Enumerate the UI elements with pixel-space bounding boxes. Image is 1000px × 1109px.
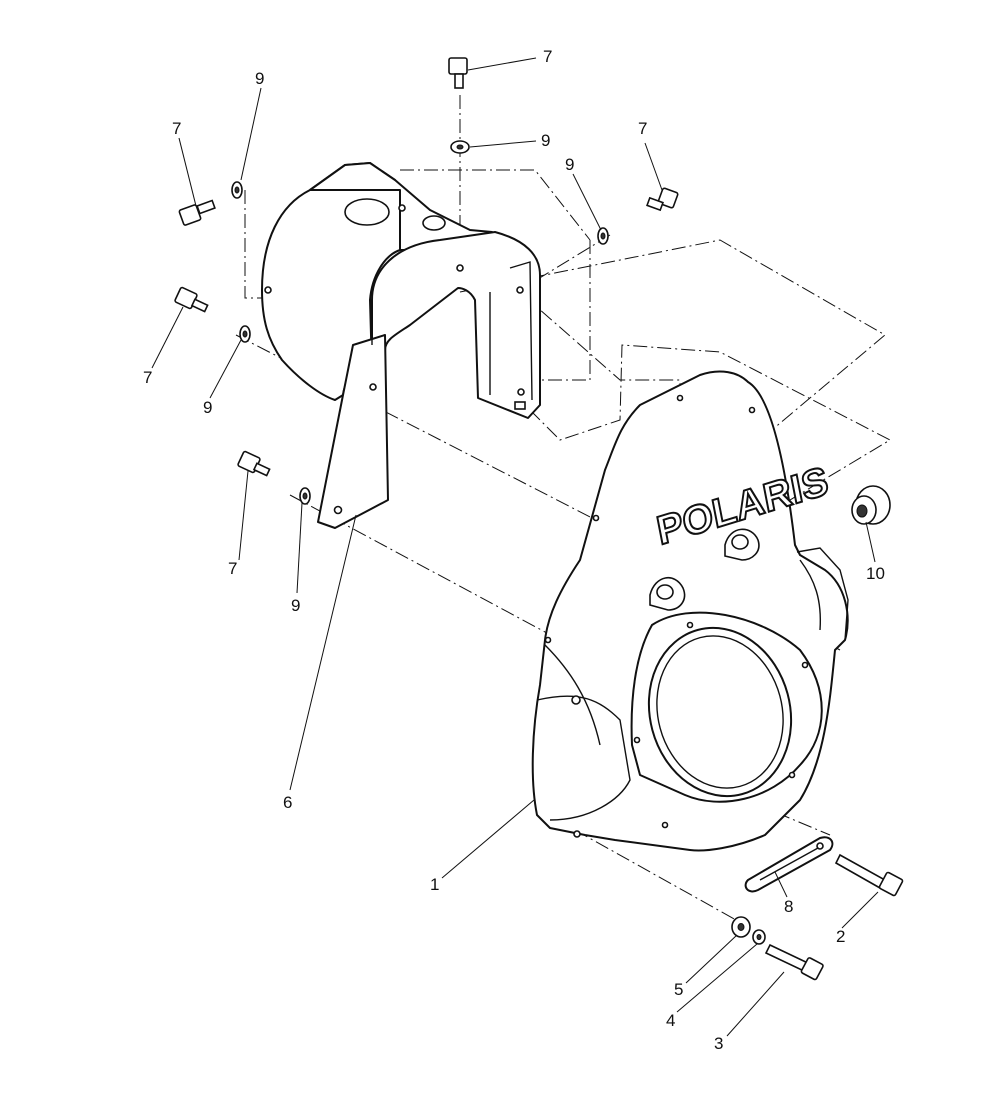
bolt-7-lower-left — [237, 450, 271, 477]
bolt-7-top — [448, 57, 468, 89]
callout-9: 9 — [291, 596, 300, 615]
callout-3: 3 — [714, 1034, 723, 1053]
callout-7: 7 — [143, 368, 152, 387]
callout-6: 6 — [283, 793, 292, 812]
grommet — [851, 485, 891, 525]
callout-2: 2 — [836, 927, 845, 946]
slotted-strap — [744, 836, 834, 893]
callout-5: 5 — [674, 980, 683, 999]
bolt-2 — [834, 853, 904, 897]
callout-7: 7 — [172, 119, 181, 138]
callout-9: 9 — [255, 69, 264, 88]
callout-9: 9 — [541, 131, 550, 150]
callout-9: 9 — [203, 398, 212, 417]
callout-labels: 7 9 9 7 9 7 7 9 7 9 10 6 1 8 2 5 4 3 — [143, 47, 885, 1053]
bolt-3-assembly — [731, 916, 824, 981]
bolt-7-upper-right — [646, 187, 679, 212]
callout-4: 4 — [666, 1011, 675, 1030]
callout-8: 8 — [784, 897, 793, 916]
callout-10: 10 — [866, 564, 885, 583]
upper-shroud — [261, 162, 541, 529]
callout-7: 7 — [638, 119, 647, 138]
leader-lines — [151, 57, 879, 1037]
washers-9 — [231, 140, 609, 505]
bolt-7-mid-left — [174, 286, 209, 313]
callout-1: 1 — [430, 875, 439, 894]
callout-7: 7 — [543, 47, 552, 66]
callout-9: 9 — [565, 155, 574, 174]
blower-housing: POLARIS — [531, 370, 849, 852]
callout-7: 7 — [228, 559, 237, 578]
bolt-7-upper-left — [178, 199, 216, 226]
